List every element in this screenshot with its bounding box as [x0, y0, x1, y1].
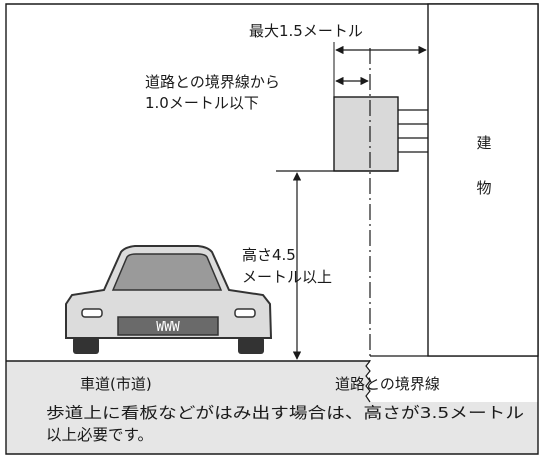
projecting-sign: [333, 96, 399, 172]
building-wall: [427, 3, 539, 357]
car-illustration: WWW: [65, 245, 273, 354]
car-plate-text: WWW: [156, 320, 180, 335]
building-label-char2: 物: [476, 179, 491, 197]
outer-frame: [5, 3, 539, 455]
boundary-distance-label-line2: 1.0メートル以下: [145, 94, 259, 112]
ground-band: [6, 361, 538, 454]
caption-line-1: 歩道上に看板などがはみ出す場合は、高さが3.5メートル: [46, 404, 524, 422]
height-label-line2: メートル以上: [242, 268, 332, 286]
break-line: [365, 360, 371, 403]
roadway-label: 車道(市道): [80, 375, 152, 393]
building-label-char1: 建: [476, 134, 491, 152]
max-overhang-label: 最大1.5メートル: [249, 22, 363, 40]
boundary-distance-label-line1: 道路との境界線から: [145, 73, 280, 91]
caption-line-2: 以上必要です。: [46, 426, 153, 444]
height-label-line1: 高さ4.5: [242, 246, 296, 264]
boundary-line-label: 道路との境界線: [335, 375, 440, 393]
